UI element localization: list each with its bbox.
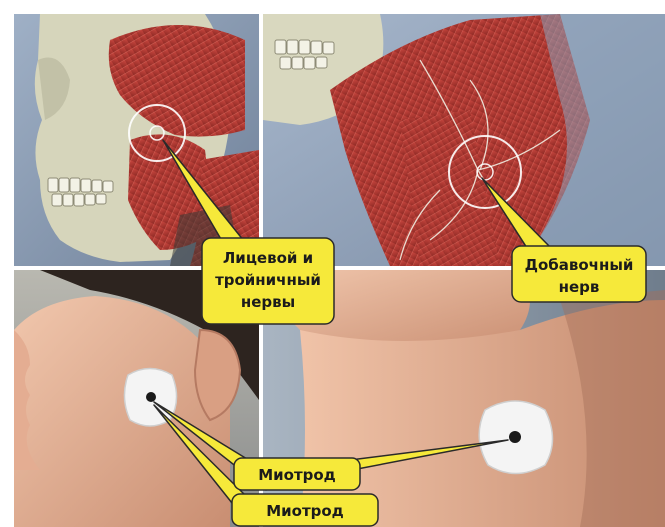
label-facial-line1: Лицевой и xyxy=(223,249,313,267)
label-accessory-line2: нерв xyxy=(559,278,600,296)
neck-muscle-panel xyxy=(263,14,665,266)
label-facial-line3: нервы xyxy=(241,293,295,311)
label-accessory-line1: Добавочный xyxy=(525,256,634,274)
callout-myotrode-lower: Миотрод xyxy=(232,494,378,526)
label-myotrode-lower: Миотрод xyxy=(266,502,344,520)
callout-myotrode-upper: Миотрод xyxy=(234,458,360,490)
label-myotrode-upper: Миотрод xyxy=(258,466,336,484)
callout-facial-trigeminal: Лицевой и тройничный нервы xyxy=(202,238,334,324)
callout-accessory: Добавочный нерв xyxy=(512,246,646,302)
label-facial-line2: тройничный xyxy=(215,271,321,289)
